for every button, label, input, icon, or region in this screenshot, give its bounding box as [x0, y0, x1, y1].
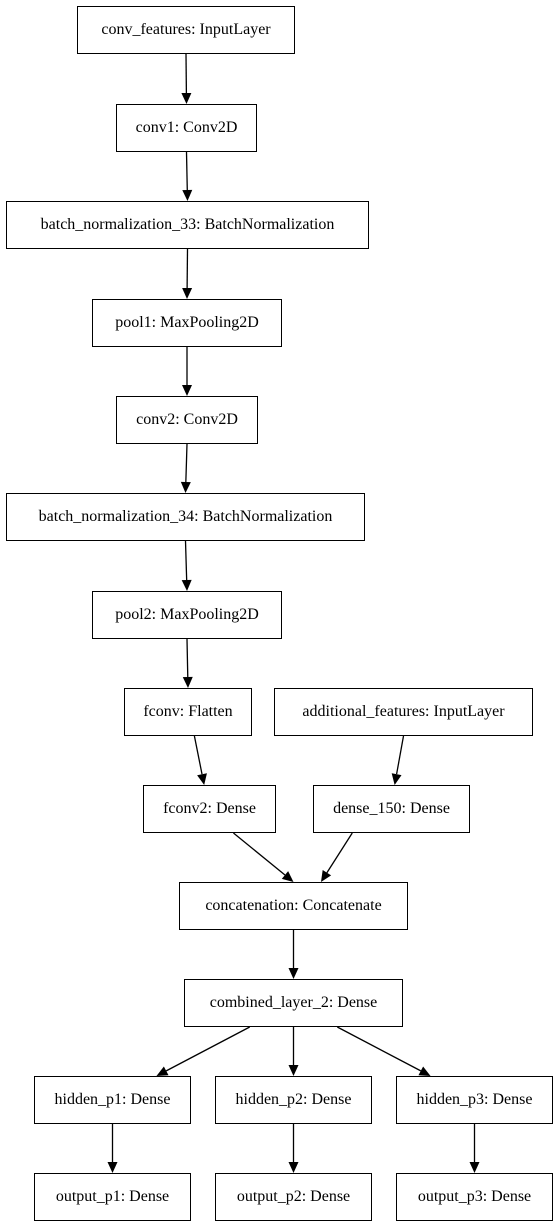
arrowhead-conv1-to-bn33 — [182, 189, 193, 201]
arrowhead-concatenation-to-combined — [288, 968, 299, 979]
edge-conv2-to-bn34 — [185, 443, 188, 483]
edge-combined-to-hidden_p1 — [165, 1026, 251, 1072]
arrowhead-hidden_p2-to-output_p2 — [288, 1162, 299, 1173]
node-hidden-p1: hidden_p1: Dense — [34, 1076, 191, 1124]
node-pool2: pool2: MaxPooling2D — [92, 591, 282, 639]
arrowhead-pool1-to-conv2 — [182, 385, 192, 396]
edge-additional_features-to-dense_150 — [395, 735, 405, 775]
node-combined-layer-2: combined_layer_2: Dense — [184, 979, 403, 1027]
node-batch-normalization-33: batch_normalization_33: BatchNormalizati… — [6, 201, 369, 249]
node-output-p3: output_p3: Dense — [396, 1173, 553, 1221]
arrowhead-bn34-to-pool2 — [181, 579, 192, 591]
edge-dense_150-to-concatenation — [326, 832, 353, 874]
arrowhead-fconv-to-fconv2 — [197, 773, 207, 785]
node-fconv2: fconv2: Dense — [143, 785, 276, 833]
node-conv-features: conv_features: InputLayer — [77, 6, 295, 54]
node-dense-150: dense_150: Dense — [313, 785, 470, 833]
edge-bn34-to-pool2 — [184, 540, 188, 581]
arrowhead-pool2-to-fconv — [182, 676, 193, 688]
node-output-p1: output_p1: Dense — [34, 1173, 191, 1221]
node-batch-normalization-34: batch_normalization_34: BatchNormalizati… — [6, 493, 365, 541]
node-hidden-p3: hidden_p3: Dense — [396, 1076, 553, 1124]
node-conv1: conv1: Conv2D — [116, 104, 257, 152]
arrowhead-fconv2-to-concatenation — [281, 871, 294, 882]
node-hidden-p2: hidden_p2: Dense — [215, 1076, 372, 1124]
node-additional-features: additional_features: InputLayer — [274, 688, 533, 736]
arrowhead-additional_features-to-dense_150 — [391, 773, 402, 785]
arrowhead-hidden_p3-to-output_p3 — [469, 1162, 480, 1173]
edge-fconv2-to-concatenation — [233, 832, 286, 876]
node-output-p2: output_p2: Dense — [215, 1173, 372, 1221]
node-fconv: fconv: Flatten — [124, 688, 252, 736]
arrowhead-conv2-to-bn34 — [180, 481, 191, 493]
arrowhead-hidden_p1-to-output_p1 — [107, 1162, 118, 1173]
arrowhead-combined-to-hidden_p3 — [418, 1066, 431, 1076]
arrowhead-combined-to-hidden_p1 — [156, 1066, 169, 1076]
edge-fconv-to-fconv2 — [193, 735, 203, 775]
arrowhead-combined-to-hidden_p2 — [288, 1065, 299, 1076]
arrowhead-bn33-to-pool1 — [182, 287, 193, 299]
node-conv2: conv2: Conv2D — [116, 396, 258, 444]
arrowhead-dense_150-to-concatenation — [320, 870, 332, 882]
node-concatenation: concatenation: Concatenate — [179, 882, 408, 930]
edge-conv1-to-bn33 — [185, 151, 188, 191]
edge-pool2-to-fconv — [186, 638, 189, 678]
edge-combined-to-hidden_p3 — [336, 1026, 422, 1072]
arrowhead-conv_features-to-conv1 — [181, 92, 192, 104]
node-pool1: pool1: MaxPooling2D — [92, 299, 282, 347]
